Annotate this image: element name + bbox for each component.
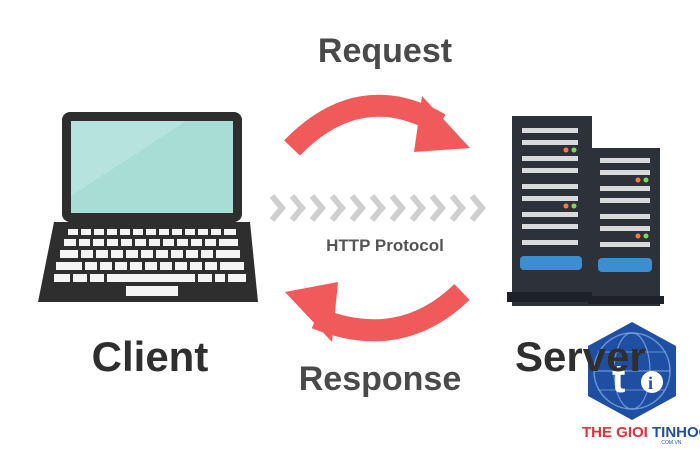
response-label: Response: [298, 360, 462, 398]
request-arrow: [284, 94, 470, 156]
globe-logo-icon: t i: [588, 322, 676, 420]
client-label: Client: [91, 333, 209, 380]
svg-text:i: i: [648, 373, 653, 393]
server-rack-icon: [507, 116, 664, 306]
watermark-brand-red: THE GIOI: [582, 424, 648, 441]
keyboard-keys: [54, 229, 246, 296]
request-label: Request: [317, 32, 453, 70]
laptop-icon: [38, 112, 258, 302]
watermark-domain: .COM.VN: [660, 440, 682, 446]
protocol-chevrons: [269, 194, 486, 222]
watermark-brand-blue: TINHOC: [652, 424, 700, 441]
svg-text:t: t: [612, 357, 625, 401]
server-label: Server: [515, 333, 646, 380]
watermark-brand: THE GIOI TINHOC: [582, 424, 700, 441]
protocol-label: HTTP Protocol: [326, 236, 444, 255]
response-arrow: [285, 282, 470, 342]
